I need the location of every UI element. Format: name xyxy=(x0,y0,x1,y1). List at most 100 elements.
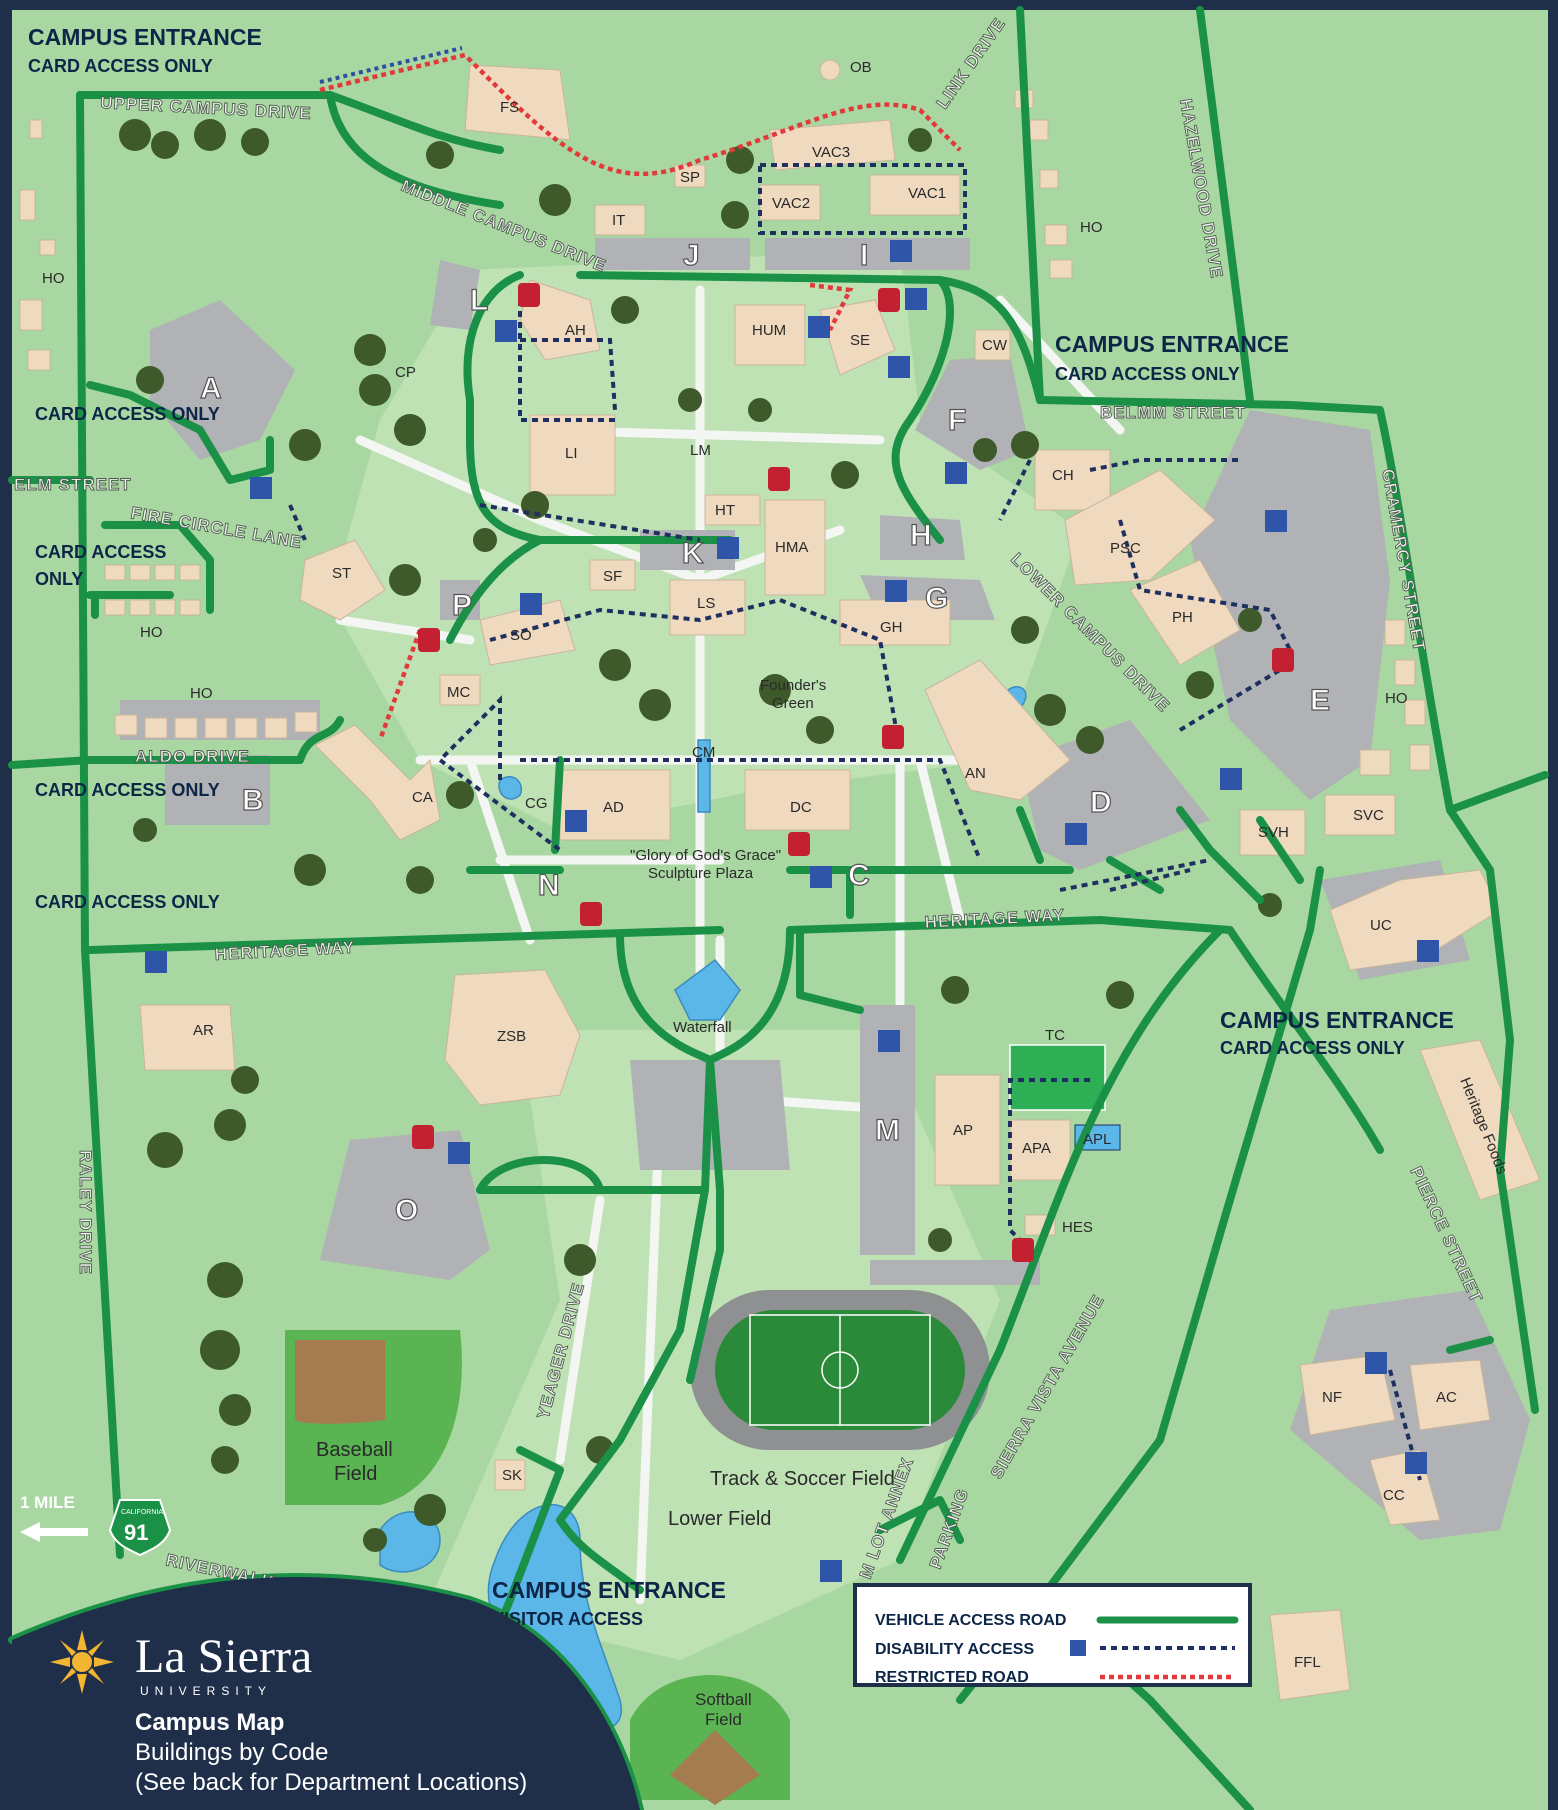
label-ph: PH xyxy=(1172,609,1193,626)
lot-h-label: H xyxy=(910,519,932,552)
label-sf: SF xyxy=(603,568,622,585)
bldg-ob xyxy=(819,59,841,81)
wheelchair-icon xyxy=(495,320,517,342)
wheelchair-icon xyxy=(1265,510,1287,532)
street-aldo: ALDO DRIVE xyxy=(135,747,250,766)
label-ho4: HO xyxy=(190,685,213,702)
lot-d-label: D xyxy=(1090,786,1112,819)
label-cm: CM xyxy=(692,744,715,761)
wheelchair-icon xyxy=(945,462,967,484)
legend-vehicle-label: VEHICLE ACCESS ROAD xyxy=(875,1612,1066,1629)
cg-pond xyxy=(498,775,522,800)
wheelchair-icon xyxy=(565,810,587,832)
baseball-label-2: Field xyxy=(334,1463,377,1485)
softball-label-1: Softball xyxy=(695,1690,752,1709)
label-ho1: HO xyxy=(42,270,65,287)
bldg-ap xyxy=(934,1074,1001,1186)
lot-i-label: I xyxy=(860,239,868,272)
bldg-ar xyxy=(139,1004,236,1071)
bldg-ac xyxy=(1409,1359,1491,1431)
label-psc: PSC xyxy=(1110,540,1141,557)
bldg-gh xyxy=(839,599,951,646)
wheelchair-icon xyxy=(905,288,927,310)
bldg-st xyxy=(299,539,386,621)
bldg-hum xyxy=(734,304,806,366)
lot-m-label: M xyxy=(875,1114,900,1147)
bldg-ph xyxy=(1129,559,1241,666)
bldg-svc xyxy=(1324,794,1396,836)
lot-j-label: J xyxy=(683,239,700,272)
wheelchair-icon xyxy=(820,1560,842,1582)
label-svh: SVH xyxy=(1258,824,1289,841)
bldg-nf xyxy=(1299,1354,1396,1436)
entrance-nw-title: CAMPUS ENTRANCE xyxy=(28,24,262,50)
legend-box xyxy=(853,1583,1252,1687)
right-border xyxy=(1548,0,1558,1810)
label-apa: APA xyxy=(1022,1140,1051,1157)
lot-n-label: N xyxy=(538,869,560,902)
bldg-cw xyxy=(974,329,1011,361)
bldg-vac2 xyxy=(759,184,821,221)
map-subtitle-2: (See back for Department Locations) xyxy=(135,1769,527,1796)
label-vac2: VAC2 xyxy=(772,195,810,212)
label-ar: AR xyxy=(193,1022,214,1039)
phone-icon xyxy=(1272,648,1294,672)
wheelchair-icon xyxy=(520,593,542,615)
label-tc: TC xyxy=(1045,1027,1065,1044)
lot-o-area xyxy=(320,1130,490,1280)
lot-k-label: K xyxy=(682,537,704,570)
bldg-sf xyxy=(589,559,636,591)
bldg-fs xyxy=(464,64,571,141)
bldg-mc2 xyxy=(1359,749,1391,776)
plaza-1: "Glory of God's Grace" xyxy=(630,847,781,864)
label-an: AN xyxy=(965,765,986,782)
label-ls: LS xyxy=(697,595,715,612)
lot-g-label: G xyxy=(925,582,948,615)
label-sk: SK xyxy=(502,1467,522,1484)
label-hma: HMA xyxy=(775,539,808,556)
lot-nw-area xyxy=(1290,1290,1530,1540)
label-st: ST xyxy=(332,565,351,582)
branding-bg xyxy=(12,1576,640,1810)
founders-green-1: Founder's xyxy=(760,677,826,694)
entrance-ne-title: CAMPUS ENTRANCE xyxy=(1055,331,1289,357)
lot-j-area xyxy=(595,238,750,270)
restricted-road-blue xyxy=(319,46,463,84)
label-ho2: HO xyxy=(1080,219,1103,236)
wheelchair-icon xyxy=(1365,1352,1387,1374)
label-svc: SVC xyxy=(1353,807,1384,824)
entrance-nw-sub: CARD ACCESS ONLY xyxy=(28,56,213,76)
label-ho3: HO xyxy=(140,624,163,641)
wheelchair-icon xyxy=(888,356,910,378)
buildings xyxy=(19,59,1541,1701)
card-access-c: CARD ACCESS ONLY xyxy=(35,780,220,800)
lot-l-area xyxy=(430,260,480,330)
highway-direction: 1 MILE CALIFORNIA 91 xyxy=(20,1493,172,1557)
label-cw: CW xyxy=(982,337,1008,354)
bldg-ffl xyxy=(1269,1609,1351,1701)
card-access-a: CARD ACCESS ONLY xyxy=(35,404,220,424)
one-mile-label: 1 MILE xyxy=(20,1493,75,1512)
entrance-se-sub: CARD ACCESS ONLY xyxy=(1220,1038,1405,1058)
wheelchair-icon xyxy=(145,951,167,973)
wheelchair-icon xyxy=(878,1030,900,1052)
lot-h-area xyxy=(880,515,965,560)
label-fs: FS xyxy=(500,99,519,116)
label-li: LI xyxy=(565,445,578,462)
lot-l-label: L xyxy=(470,284,488,317)
wheelchair-icon xyxy=(1065,823,1087,845)
baseball-infield xyxy=(295,1340,385,1424)
wheelchair-icon xyxy=(808,316,830,338)
label-ffl: FFL xyxy=(1294,1654,1321,1671)
lot-p-label: P xyxy=(452,589,472,622)
lot-e-area xyxy=(1190,410,1390,800)
bldg-sk xyxy=(494,1459,526,1491)
label-ad: AD xyxy=(603,799,624,816)
bldg-hma xyxy=(764,499,826,596)
card-access-b1: CARD ACCESS xyxy=(35,542,166,562)
label-vac3: VAC3 xyxy=(812,144,850,161)
softball-infield xyxy=(670,1730,760,1805)
label-zsb: ZSB xyxy=(497,1028,526,1045)
lot-b-area xyxy=(165,755,270,825)
